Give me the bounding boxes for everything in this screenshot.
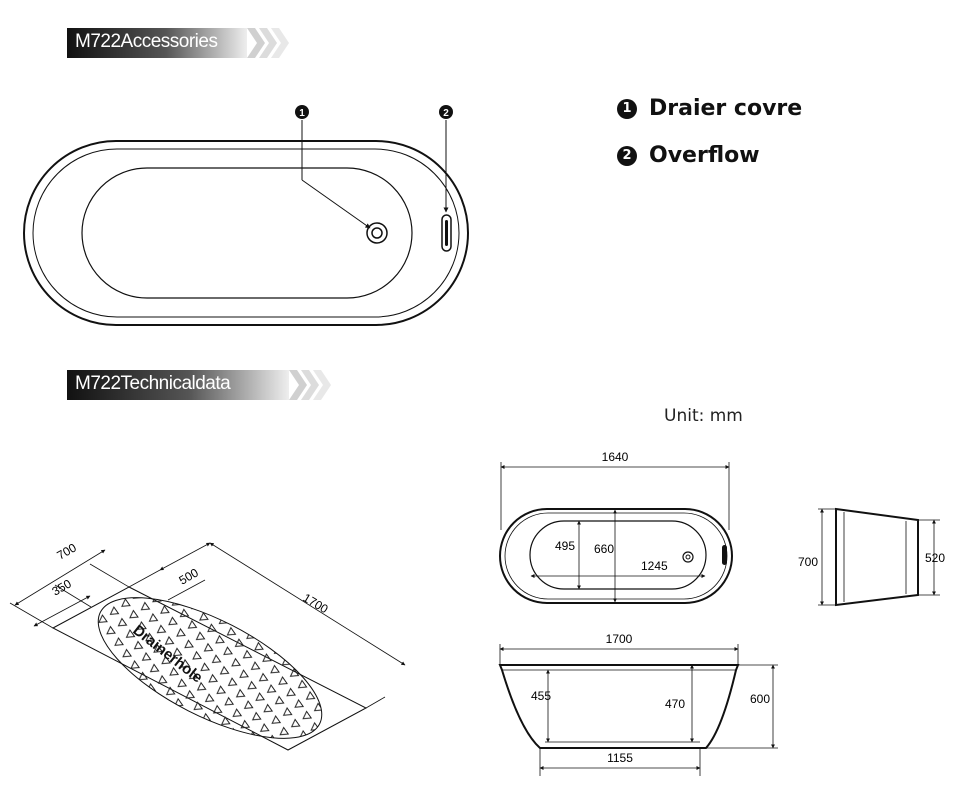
banner-background [67,370,331,400]
dim-front-inner-height: 470 [665,697,685,711]
dim-outer-length: 1640 [602,450,629,464]
callout-1-badge [295,105,309,119]
dim-inner-length: 1245 [641,559,668,573]
callout-2-number: 2 [443,108,449,119]
legend-number: 1 [617,98,637,119]
front-profile [498,664,740,749]
accessories-tub-top-view: 1 2 [23,105,469,326]
floor-plan-drawing: Drainerhole 700 350 500 1700 [9,540,406,751]
dim-floor-half-width: 350 [50,576,75,598]
front-view-drawing: 1700 455 470 600 1155 [498,632,778,776]
dim-floor-width: 700 [55,540,80,562]
legend-label: Draier covre [649,96,803,121]
callout-1-number: 1 [299,108,305,119]
callout-2-badge [439,105,453,119]
dim-front-top-length: 1700 [606,632,633,646]
dim-front-bottom-length: 1155 [607,751,633,765]
side-view-drawing: 700 520 [798,507,945,607]
dim-outer-width: 660 [594,542,614,556]
drain-cover-icon [366,222,388,244]
plan-view-drawing: 1640 495 660 1245 [499,450,733,604]
plan-outer-rim [499,508,733,604]
legend-item-drain-cover: 1 Draier covre [617,96,802,121]
accessories-title: M722Accessories [75,31,218,52]
legend-number: 2 [617,145,637,166]
dim-side-top-width: 700 [798,555,818,569]
dim-floor-length: 1700 [300,591,330,617]
technical-title: M722Technicaldata [75,373,231,394]
plan-basin [529,520,707,590]
tub-outer-rim [23,140,469,326]
dim-front-total-height: 600 [750,692,770,706]
plan-overflow-icon [722,545,727,565]
banner-background [67,28,289,58]
dim-inner-width: 495 [555,539,575,553]
dim-front-left-height: 455 [531,689,551,703]
unit-label: Unit: mm [664,406,743,426]
technical-banner: M722Technicaldata [67,370,342,400]
legend-label: Overflow [649,143,760,168]
dim-side-bottom-width: 520 [925,551,945,565]
tub-rim-inner-edge [32,148,460,318]
plan-drain-icon [682,551,694,563]
tub-basin [81,167,413,299]
legend-item-overflow: 2 Overflow [617,143,760,168]
accessories-banner: M722Accessories [67,28,297,58]
